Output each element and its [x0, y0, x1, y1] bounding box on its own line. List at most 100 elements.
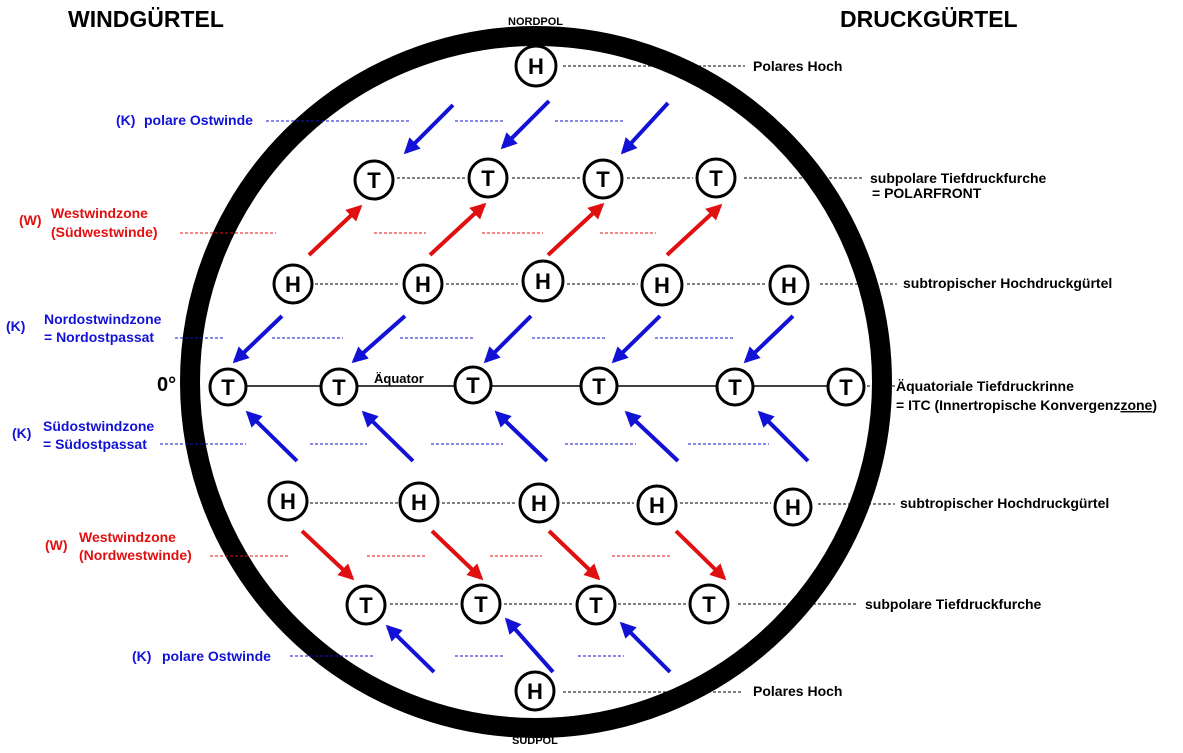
low-pressure-node: T — [467, 157, 509, 199]
low-pressure-node: T — [575, 584, 617, 626]
high-pressure-node: H — [267, 480, 309, 522]
svg-text:T: T — [589, 593, 603, 618]
wind-arrow — [757, 410, 810, 463]
low-pressure-node: T — [826, 367, 866, 407]
label-polar-high-south: Polares Hoch — [753, 683, 842, 699]
equator-degree: 0° — [157, 374, 176, 396]
arrows-ne-trades — [232, 314, 795, 364]
wind-arrow — [361, 410, 415, 463]
label-itc-1: Äquatoriale Tiefdruckrinne — [896, 378, 1074, 394]
label-polar-high-north: Polares Hoch — [753, 58, 842, 74]
high-pressure-node: H — [514, 44, 558, 88]
svg-text:T: T — [839, 375, 853, 400]
label-polar-east-north: polare Ostwinde — [144, 112, 253, 128]
svg-text:T: T — [332, 375, 346, 400]
label-nordpol: NORDPOL — [508, 16, 563, 28]
high-pressure-node: H — [636, 484, 678, 526]
svg-text:H: H — [285, 272, 301, 297]
svg-text:H: H — [654, 273, 670, 298]
wind-arrow — [611, 314, 662, 364]
arrows-polar-east-north — [403, 99, 670, 155]
label-subtropical-high-north: subtropischer Hochdruckgürtel — [903, 275, 1112, 291]
wind-arrow — [500, 99, 551, 150]
wind-arrow — [743, 314, 795, 364]
svg-text:T: T — [221, 375, 235, 400]
svg-text:T: T — [474, 592, 488, 617]
svg-text:T: T — [367, 168, 381, 193]
low-pressure-node: T — [208, 367, 248, 407]
high-pressure-node: H — [773, 487, 813, 527]
low-pressure-node: T — [579, 366, 619, 406]
label-ne-trades-2: = Nordostpassat — [44, 329, 154, 345]
svg-text:H: H — [781, 273, 797, 298]
tag-polar-east-north: (K) — [116, 112, 135, 128]
label-westerlies-north-2: (Südwestwinde) — [51, 224, 158, 240]
low-pressure-node: T — [453, 365, 493, 405]
high-pressure-node: H — [398, 481, 440, 523]
wind-arrow — [430, 529, 484, 581]
svg-text:T: T — [359, 593, 373, 618]
label-subpolar-low-south: subpolare Tiefdruckfurche — [865, 596, 1042, 612]
low-pressure-node: T — [582, 158, 624, 200]
wind-arrow — [300, 529, 355, 581]
label-subpolar-low-north: subpolare Tiefdruckfurche — [870, 170, 1047, 186]
wind-arrow — [619, 621, 672, 674]
equator-label: Äquator — [374, 371, 424, 386]
wind-arrow — [232, 314, 284, 364]
svg-text:H: H — [535, 269, 551, 294]
svg-text:T: T — [481, 166, 495, 191]
svg-text:T: T — [592, 374, 606, 399]
title-windguertel: WINDGÜRTEL — [68, 6, 224, 32]
high-pressure-node: H — [521, 259, 565, 303]
wind-arrow — [245, 410, 299, 463]
wind-arrow — [546, 202, 605, 257]
pressure-nodes: H T T T T H H H H H T T T T T T H H H H … — [208, 44, 866, 712]
high-pressure-node: H — [514, 670, 556, 712]
wind-arrow — [428, 202, 487, 257]
svg-text:T: T — [596, 167, 610, 192]
wind-arrow — [307, 204, 363, 257]
high-pressure-node: H — [518, 482, 560, 524]
wind-arrow — [351, 314, 407, 364]
wind-arrow — [504, 617, 555, 674]
high-pressure-node: H — [402, 263, 444, 305]
label-itc-2: = ITC (Innertropische Konvergenzzone) — [896, 397, 1157, 413]
tag-westerlies-south: (W) — [45, 537, 68, 553]
low-pressure-node: T — [460, 583, 502, 625]
arrows-se-trades — [245, 410, 810, 463]
wind-arrow — [620, 101, 670, 155]
low-pressure-node: T — [353, 159, 395, 201]
wind-arrow — [665, 203, 723, 257]
tag-se-trades: (K) — [12, 425, 31, 441]
tag-ne-trades: (K) — [6, 318, 25, 334]
label-suedpol: SÜDPOL — [512, 734, 558, 747]
low-pressure-node: T — [319, 367, 359, 407]
svg-text:H: H — [528, 54, 544, 79]
title-druckguertel: DRUCKGÜRTEL — [840, 6, 1018, 32]
svg-text:H: H — [527, 679, 543, 704]
svg-text:T: T — [728, 375, 742, 400]
svg-text:T: T — [709, 166, 723, 191]
label-polarfront: = POLARFRONT — [872, 185, 982, 201]
earth-circle — [180, 26, 892, 738]
label-se-trades-2: = Südostpassat — [43, 436, 147, 452]
label-se-trades-1: Südostwindzone — [43, 418, 154, 434]
low-pressure-node: T — [695, 157, 737, 199]
tag-polar-east-south: (K) — [132, 648, 151, 664]
wind-arrow — [385, 624, 436, 674]
svg-text:T: T — [702, 592, 716, 617]
svg-text:H: H — [415, 272, 431, 297]
high-pressure-node: H — [640, 263, 684, 307]
low-pressure-node: T — [715, 367, 755, 407]
label-westerlies-south-1: Westwindzone — [79, 529, 176, 545]
label-ne-trades-1: Nordostwindzone — [44, 311, 162, 327]
svg-text:H: H — [649, 493, 665, 518]
wind-connectors — [160, 120, 769, 657]
low-pressure-node: T — [345, 584, 387, 626]
high-pressure-node: H — [272, 263, 314, 305]
tag-westerlies-north: (W) — [19, 212, 42, 228]
arrows-westerlies-north — [307, 202, 723, 257]
label-subtropical-high-south: subtropischer Hochdruckgürtel — [900, 495, 1109, 511]
wind-arrow — [547, 529, 601, 581]
wind-arrow — [674, 529, 727, 581]
